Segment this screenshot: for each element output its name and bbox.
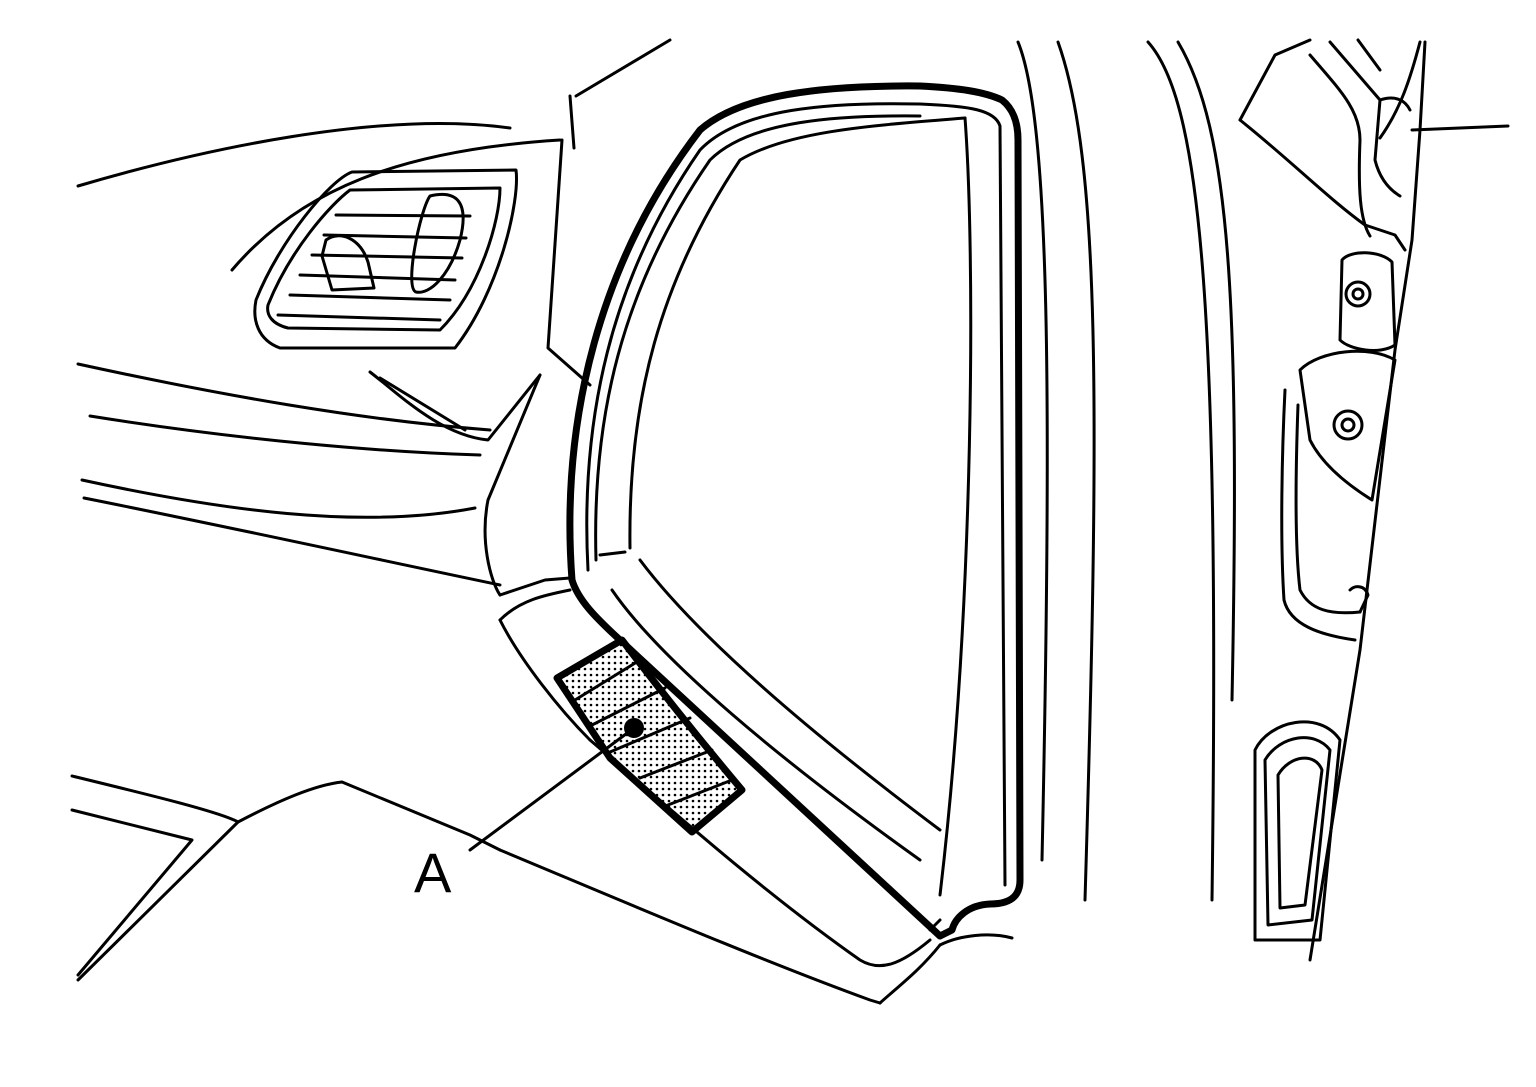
- highlighted-area-a: [553, 636, 746, 836]
- pillar-lines: [1016, 40, 1236, 902]
- lower-trim: [70, 738, 1014, 1005]
- dashboard-outline: [76, 38, 672, 387]
- callout-a-label: A: [414, 841, 452, 904]
- door-frame: [1238, 38, 1510, 962]
- quarter-window: [566, 82, 1024, 940]
- callout-a: A: [414, 718, 644, 904]
- air-vent: [253, 168, 518, 350]
- callout-a-leader: [468, 726, 636, 852]
- dashboard-panels: [76, 362, 592, 742]
